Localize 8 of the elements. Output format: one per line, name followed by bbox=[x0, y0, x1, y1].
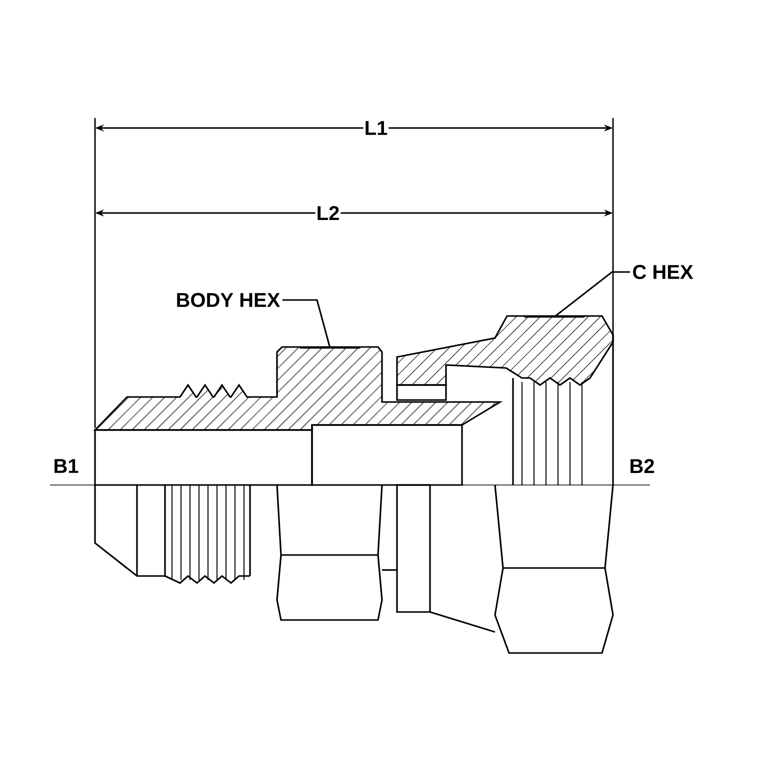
dimension-label: L1 bbox=[366, 121, 388, 135]
callout-text: C HEX bbox=[633, 264, 694, 280]
callout-text: BODY HEX bbox=[177, 292, 280, 308]
leader-line bbox=[554, 271, 630, 318]
line-label: B1 bbox=[54, 459, 78, 473]
line-label: B2 bbox=[630, 459, 654, 473]
leader-line bbox=[282, 299, 331, 348]
dimension-label: L2 bbox=[318, 206, 339, 220]
